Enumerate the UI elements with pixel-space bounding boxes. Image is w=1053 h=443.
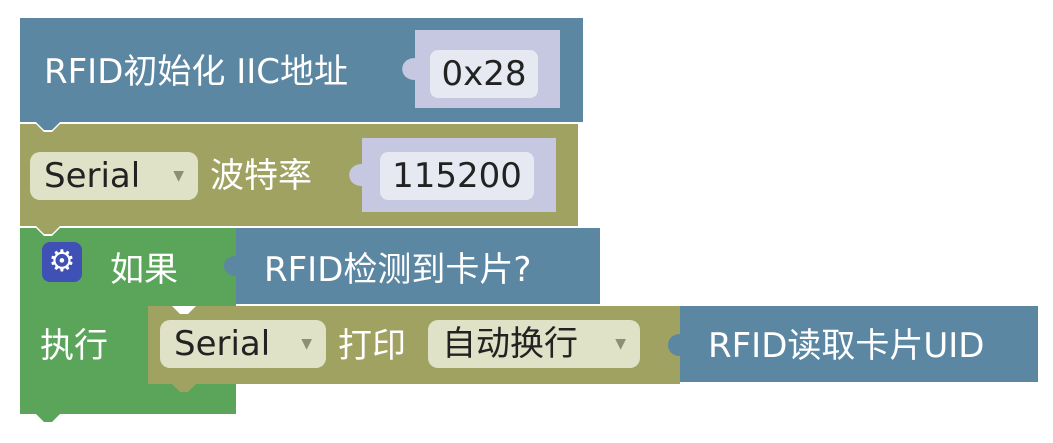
print-label: 打印 [338,326,406,366]
print-port-dropdown[interactable]: Serial ▼ [160,320,326,368]
do-label: 执行 [40,326,108,366]
serial-port-dropdown[interactable]: Serial ▼ [30,152,198,200]
serial-port-value: Serial [44,156,141,196]
newline-mode-value: 自动换行 [442,324,578,364]
condition-block[interactable] [224,228,600,304]
rfid-init-label: RFID初始化 IIC地址 [44,52,348,92]
condition-label: RFID检测到卡片? [264,250,532,290]
if-label: 如果 [110,250,178,290]
triangle-down-icon: ▼ [301,336,312,352]
print-port-value: Serial [174,324,271,364]
baud-label: 波特率 [210,156,312,196]
baud-value-field[interactable]: 115200 [380,152,534,200]
triangle-down-icon: ▼ [615,336,626,352]
rfid-address-field[interactable]: 0x28 [430,50,538,98]
uid-value-label: RFID读取卡片UID [708,326,985,366]
newline-mode-dropdown[interactable]: 自动换行 ▼ [428,320,640,368]
triangle-down-icon: ▼ [173,168,184,184]
uid-value-block[interactable] [668,306,1038,382]
gear-icon[interactable]: ⚙ [42,242,82,282]
